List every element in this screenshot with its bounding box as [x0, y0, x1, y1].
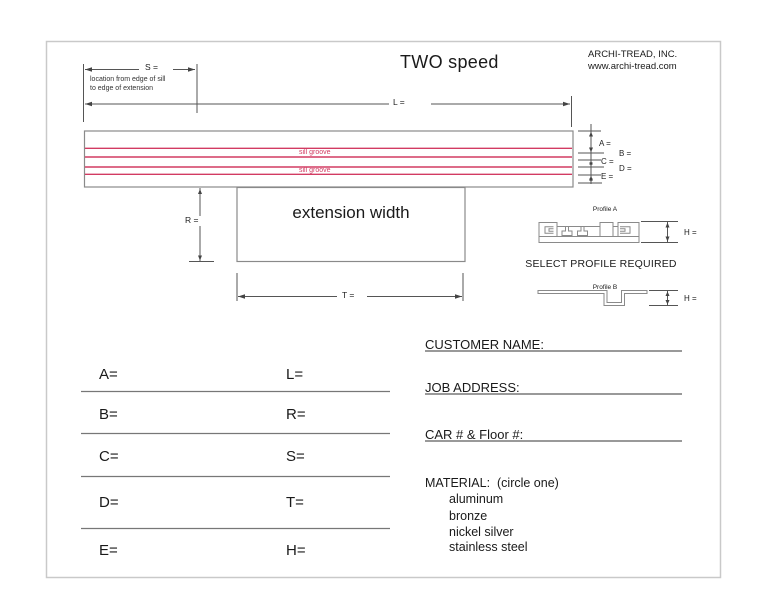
arrowhead [198, 255, 202, 261]
material-option-stainless-steel: stainless steel [449, 540, 528, 554]
arrowhead [665, 222, 670, 228]
profile-a-shape [538, 222, 640, 243]
extension-box [236, 186, 466, 263]
arrowhead [85, 67, 92, 72]
arrowhead [665, 236, 670, 242]
material-option-nickel-silver: nickel silver [449, 524, 514, 539]
arrowheads-abcde [589, 131, 593, 183]
dim-s-label: S = [139, 62, 173, 73]
sill-groove-lines [85, 147, 572, 176]
car-floor-field-label: CAR # & Floor #: [425, 427, 524, 442]
dim-h-label: H = [684, 227, 697, 237]
form-dim-c: C= [99, 448, 119, 465]
field-underlines [425, 350, 682, 442]
profile-b-shape [537, 290, 648, 306]
page-title: TWO speed [400, 52, 499, 72]
dim-r-label: R = [183, 215, 210, 226]
dim-s-note-line2: to edge of extension [90, 85, 154, 92]
dim-s-note-line1: location from edge of sill [90, 76, 166, 83]
dimension-l-lines [85, 96, 572, 127]
form-dim-t: T= [286, 494, 304, 511]
form-dim-r: R= [286, 406, 306, 423]
dim-h-label: H = [684, 293, 697, 303]
company-url: www.archi-tread.com [588, 61, 677, 72]
select-profile-text: SELECT PROFILE REQUIRED [525, 258, 677, 270]
sheet-border [45, 40, 722, 579]
form-dim-l: L= [286, 366, 304, 383]
company-name: ARCHI-TREAD, INC. [588, 49, 678, 60]
sill-bar [83, 130, 574, 188]
dimension-h-a-lines [641, 221, 678, 243]
material-option-bronze: bronze [449, 508, 488, 523]
dim-b-label: B = [619, 148, 632, 158]
form-dim-h: H= [286, 542, 306, 559]
arrowhead [665, 291, 670, 296]
dim-t-label: T = [337, 290, 367, 301]
material-label: MATERIAL: (circle one) [425, 476, 559, 490]
arrowhead [238, 294, 245, 299]
arrowhead [665, 300, 670, 305]
dim-form-rules [81, 390, 390, 530]
arrowhead [85, 101, 92, 107]
material-option-aluminum: aluminum [449, 492, 504, 506]
form-dim-b: B= [99, 406, 118, 423]
arrowhead [188, 67, 195, 72]
sill-groove-label: sill groove [299, 166, 331, 174]
dim-e-label: E = [601, 171, 614, 181]
dim-d-label: D = [619, 163, 632, 173]
arrowhead [563, 101, 570, 107]
arrowhead [455, 294, 462, 299]
form-dim-s: S= [286, 448, 305, 465]
profile-b-label: Profile B [592, 283, 618, 291]
extension-width-label: extension width [292, 203, 410, 222]
dim-a-label: A = [599, 138, 611, 148]
sill-groove-label: sill groove [299, 149, 331, 156]
form-dim-e: E= [99, 542, 118, 559]
customer-name-field-label: CUSTOMER NAME: [425, 337, 544, 352]
profile-a-label: Profile A [592, 205, 618, 213]
form-dim-d: D= [99, 494, 119, 511]
job-address-field-label: JOB ADDRESS: [425, 380, 520, 395]
form-dim-a: A= [99, 366, 118, 383]
dimension-h-b-lines [649, 290, 678, 306]
arrowhead [198, 189, 202, 194]
dim-c-label: C = [601, 156, 614, 166]
dim-l-label: L = [389, 97, 431, 108]
